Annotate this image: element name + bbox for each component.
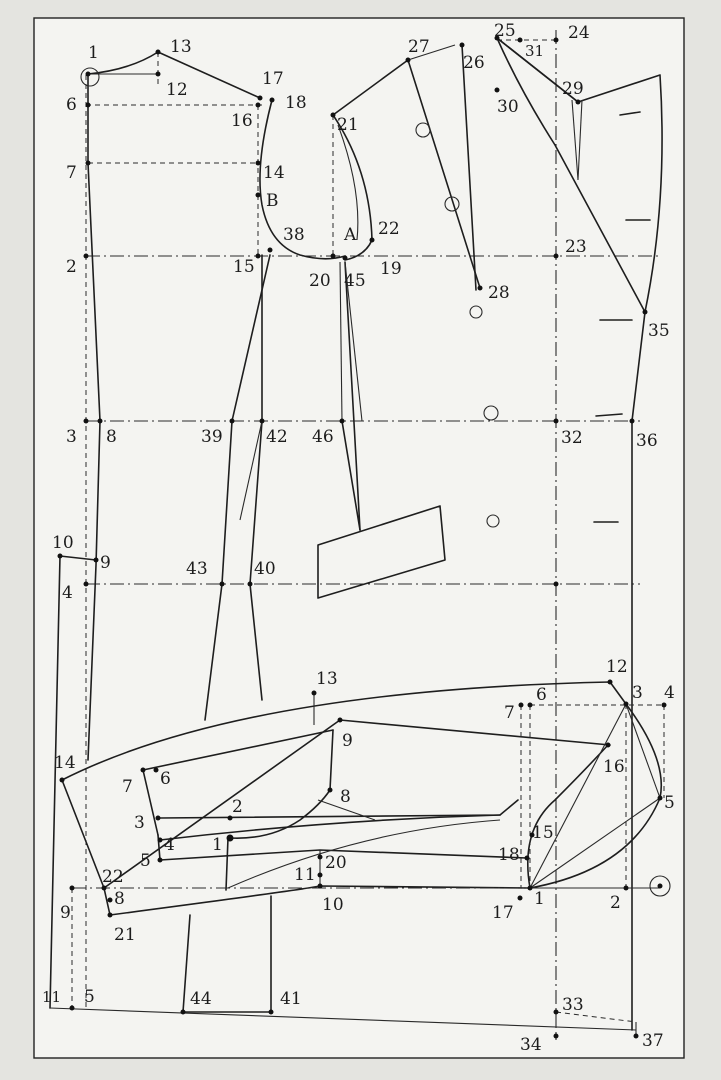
front-bodice — [317, 37, 663, 1031]
point-markers — [57, 35, 667, 1039]
label-sleeve-18: 18 — [498, 845, 520, 865]
label-bodice-17: 17 — [262, 69, 284, 89]
label-sleeve-3b: 3 — [134, 813, 145, 833]
label-bodice-35: 35 — [648, 321, 670, 341]
label-bodice-36: 36 — [636, 431, 658, 451]
bodice-point-labels: 1 12 13 6 16 17 18 7 14 B 2 15 38 20 45 … — [42, 21, 670, 1055]
label-bodice-40: 40 — [254, 559, 276, 579]
page-frame — [33, 17, 685, 1059]
label-sleeve-4b: 4 — [164, 835, 175, 855]
label-sleeve-17: 17 — [492, 903, 514, 923]
label-bodice-19: 19 — [380, 259, 402, 279]
label-bodice-26: 26 — [463, 53, 485, 73]
label-bodice-32: 32 — [561, 428, 583, 448]
label-sleeve-21: 21 — [114, 925, 136, 945]
label-bodice-39: 39 — [201, 427, 223, 447]
label-bodice-7: 7 — [66, 163, 77, 183]
label-bodice-41: 41 — [280, 989, 302, 1009]
label-bodice-2: 2 — [66, 257, 77, 277]
label-sleeve-22: 22 — [102, 867, 124, 887]
button-marks — [80, 67, 671, 897]
label-sleeve-1b: 1 — [534, 889, 545, 909]
label-sleeve-5b: 5 — [140, 851, 151, 871]
sleeve-point-labels: 13 12 3 4 6 7 9 16 5 14 7 6 2 8 3 15 18 … — [54, 657, 675, 945]
label-sleeve-10: 10 — [322, 895, 344, 915]
label-sleeve-20: 20 — [325, 853, 347, 873]
label-bodice-33: 33 — [562, 995, 584, 1015]
label-sleeve-6b: 6 — [160, 769, 171, 789]
label-sleeve-9: 9 — [342, 731, 353, 751]
label-sleeve-14: 14 — [54, 753, 76, 773]
label-sleeve-12: 12 — [606, 657, 628, 677]
label-bodice-14: 14 — [263, 163, 285, 183]
label-bodice-37: 37 — [642, 1031, 664, 1051]
label-bodice-10: 10 — [52, 533, 74, 553]
label-bodice-31: 31 — [525, 42, 544, 60]
label-bodice-11: 11 — [42, 988, 61, 1006]
side-panel — [204, 254, 271, 721]
label-bodice-34: 34 — [520, 1035, 542, 1055]
label-bodice-22: 22 — [378, 219, 400, 239]
label-sleeve-6: 6 — [536, 685, 547, 705]
sleeve — [61, 681, 665, 1036]
label-sleeve-7b: 7 — [122, 777, 133, 797]
label-sleeve-4: 4 — [664, 683, 675, 703]
label-sleeve-3: 3 — [632, 683, 643, 703]
label-bodice-4: 4 — [62, 583, 73, 603]
label-bodice-20: 20 — [309, 271, 331, 291]
label-sleeve-13: 13 — [316, 669, 338, 689]
label-sleeve-5: 5 — [664, 793, 675, 813]
label-bodice-1: 1 — [88, 43, 99, 63]
label-sleeve-15: 15 — [532, 823, 554, 843]
label-bodice-24: 24 — [568, 23, 590, 43]
label-bodice-29: 29 — [562, 79, 584, 99]
label-bodice-28: 28 — [488, 283, 510, 303]
label-sleeve-1: 1 — [212, 835, 223, 855]
label-bodice-12: 12 — [166, 80, 188, 100]
label-bodice-27: 27 — [408, 37, 430, 57]
label-bodice-b: B — [266, 191, 279, 211]
label-sleeve-8b: 8 — [114, 889, 125, 909]
label-sleeve-9b: 9 — [60, 903, 71, 923]
label-bodice-44: 44 — [190, 989, 212, 1009]
label-bodice-9: 9 — [100, 553, 111, 573]
label-bodice-38: 38 — [283, 225, 305, 245]
label-sleeve-11: 11 — [294, 865, 316, 885]
label-bodice-42: 42 — [266, 427, 288, 447]
label-bodice-16: 16 — [231, 111, 253, 131]
label-bodice-46: 46 — [312, 427, 334, 447]
label-bodice-3: 3 — [66, 427, 77, 447]
label-bodice-25: 25 — [494, 21, 516, 41]
label-sleeve-8: 8 — [340, 787, 351, 807]
label-bodice-30: 30 — [497, 97, 519, 117]
label-bodice-13: 13 — [170, 37, 192, 57]
label-bodice-43: 43 — [186, 559, 208, 579]
label-sleeve-2: 2 — [232, 797, 243, 817]
label-sleeve-2b: 2 — [610, 893, 621, 913]
label-sleeve-16: 16 — [603, 757, 625, 777]
label-bodice-5: 5 — [84, 987, 95, 1007]
label-bodice-23: 23 — [565, 237, 587, 257]
label-bodice-a: A — [343, 225, 357, 245]
label-bodice-18: 18 — [285, 93, 307, 113]
label-bodice-8: 8 — [106, 427, 117, 447]
label-bodice-15: 15 — [233, 257, 255, 277]
label-bodice-45: 45 — [344, 271, 366, 291]
label-bodice-21: 21 — [337, 115, 359, 135]
label-bodice-6: 6 — [66, 95, 77, 115]
label-sleeve-7: 7 — [504, 703, 515, 723]
construction-lines — [85, 30, 660, 1040]
